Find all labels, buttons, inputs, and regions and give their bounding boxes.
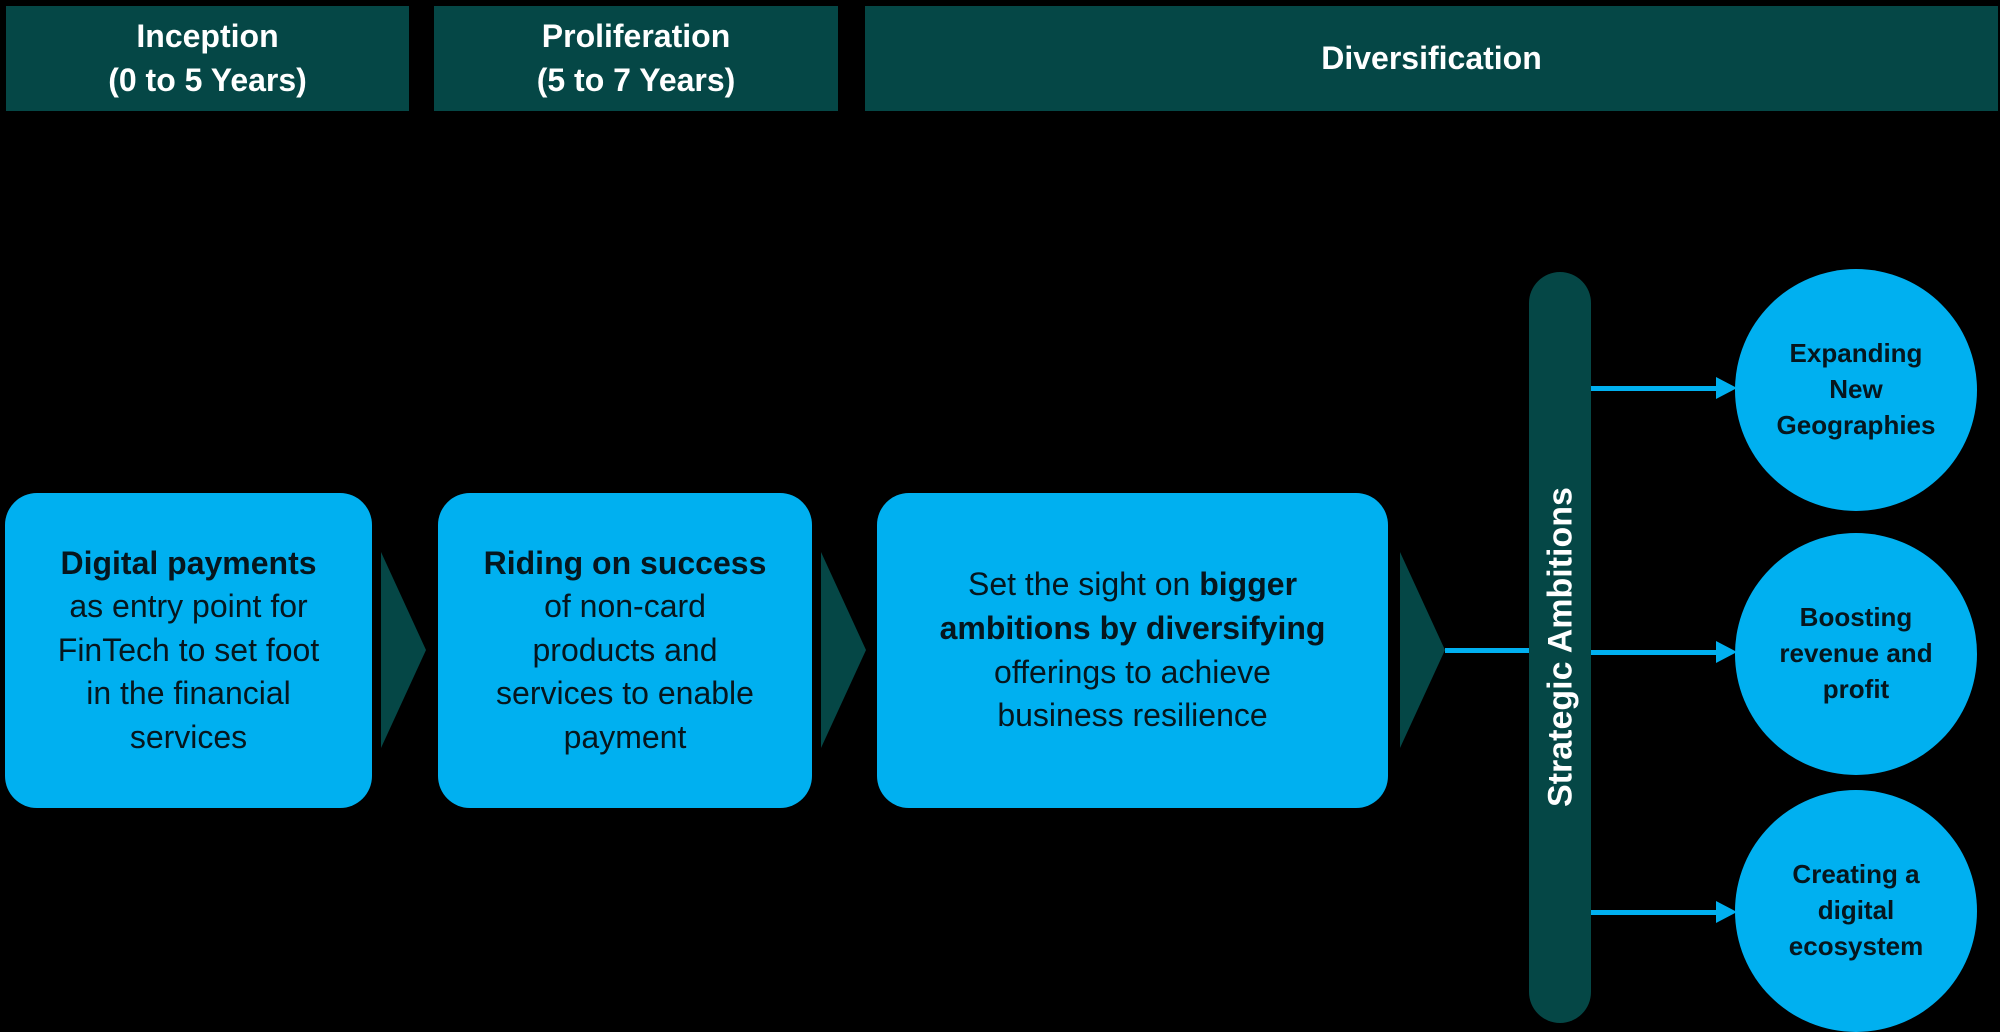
stage-box-riding-on-success: Riding on success of non-card products a… <box>438 493 812 808</box>
ambition-circle-boosting-revenue: Boosting revenue and profit <box>1735 533 1977 775</box>
stage-text-line: of non-card <box>544 588 706 625</box>
connector-arrow-line <box>1591 386 1716 391</box>
stage-box-bigger-ambitions: Set the sight on bigger ambitions by div… <box>877 493 1388 808</box>
connector-arrow-line <box>1591 650 1716 655</box>
flow-arrow-icon <box>821 552 866 748</box>
stage-text-line: services <box>129 718 248 755</box>
arrowhead-icon <box>1716 641 1737 663</box>
stage-text-bold: ambitions by diversifying <box>939 609 1326 646</box>
phase-header-inception: Inception (0 to 5 Years) <box>6 6 409 111</box>
arrowhead-icon <box>1716 901 1737 923</box>
phase-years: (5 to 7 Years) <box>536 61 736 98</box>
stage-text-line: payment <box>563 718 687 755</box>
stage-text-line: FinTech to set foot <box>57 631 320 668</box>
phase-header-diversification: Diversification <box>865 6 1998 111</box>
phase-header-proliferation: Proliferation (5 to 7 Years) <box>434 6 838 111</box>
stage-box-digital-payments: Digital payments as entry point for FinT… <box>5 493 372 808</box>
stage-text-bold: Digital payments <box>60 544 317 581</box>
flow-arrow-icon <box>1400 552 1445 748</box>
phase-name: Proliferation <box>541 18 731 55</box>
stage-text-bold: Riding on success <box>483 544 767 581</box>
stage-text-line: in the financial <box>86 675 291 712</box>
strategic-ambitions-label: Strategic Ambitions <box>1541 487 1579 807</box>
stage-text-line: offerings to achieve <box>994 653 1271 690</box>
stage-text-normal: Set the sight on <box>967 566 1200 603</box>
flow-arrow-icon <box>381 552 426 748</box>
arrowhead-icon <box>1716 377 1737 399</box>
connector-arrow-line <box>1591 910 1716 915</box>
stage-text-line: Set the sight on bigger <box>887 563 1378 607</box>
stage-text-line: business resilience <box>997 697 1268 734</box>
strategic-ambitions-bar: Strategic Ambitions <box>1529 272 1591 1023</box>
ambition-circle-expanding-geographies: Expanding New Geographies <box>1735 269 1977 511</box>
stage-text-line: services to enable <box>496 675 754 712</box>
ambition-circle-digital-ecosystem: Creating a digital ecosystem <box>1735 790 1977 1032</box>
stage-text-line: products and <box>532 631 718 668</box>
connector-line <box>1445 648 1529 653</box>
stage-text-bold: bigger <box>1199 566 1298 603</box>
phase-name: Inception <box>136 18 279 55</box>
stage-text-line: as entry point for <box>69 588 308 625</box>
phase-name: Diversification <box>1321 39 1542 76</box>
phase-years: (0 to 5 Years) <box>108 61 307 98</box>
